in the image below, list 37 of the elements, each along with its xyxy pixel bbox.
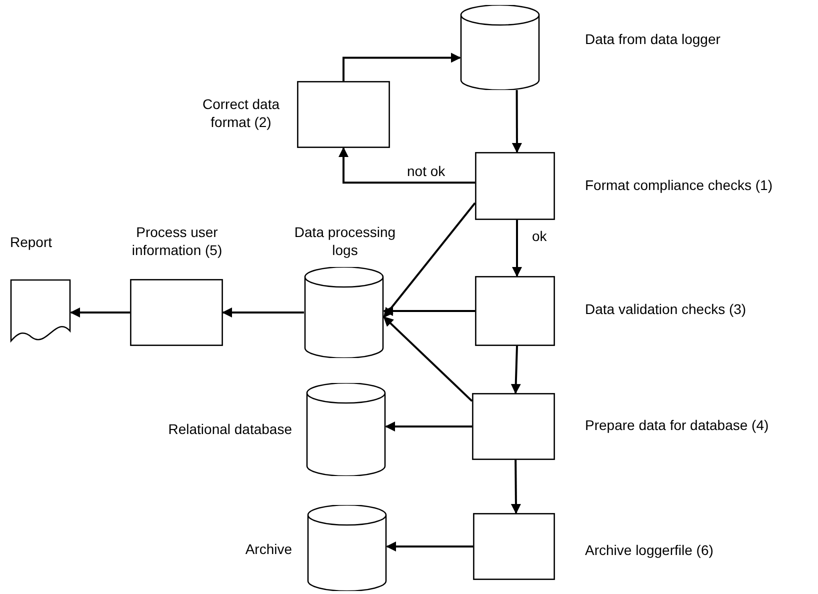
node-label: Correct data format (2) (201, 95, 281, 131)
arrow (510, 460, 521, 514)
arrow (342, 52, 461, 81)
database-cylinder (304, 267, 384, 358)
arrow (383, 306, 475, 316)
arrow (512, 220, 522, 277)
node-label: Data validation checks (3) (585, 300, 748, 318)
arrow (510, 346, 521, 394)
arrow (385, 422, 472, 432)
process-box (473, 513, 555, 580)
database-cylinder (306, 383, 386, 476)
node-label: Archive loggerfile (6) (585, 541, 714, 559)
database-cylinder (307, 505, 387, 591)
node-label: Relational database (167, 420, 292, 438)
process-box (475, 276, 555, 346)
edge-label: not ok (405, 163, 448, 179)
node-label: Data from data logger (585, 30, 722, 48)
arrow (70, 308, 130, 318)
database-cylinder (460, 5, 540, 90)
arrow (338, 147, 475, 184)
node-label: Report (10, 233, 54, 251)
node-label: Prepare data for database (4) (585, 416, 770, 434)
process-box (475, 152, 555, 220)
edge-label: ok (530, 228, 549, 244)
arrow (383, 202, 476, 318)
arrow (512, 90, 522, 153)
process-box (297, 81, 390, 148)
process-box (130, 279, 223, 346)
node-label: Format compliance checks (1) (585, 176, 774, 194)
arrow (386, 542, 473, 552)
arrow (383, 316, 473, 402)
node-label: Process user information (5) (130, 223, 224, 259)
node-label: Data processing logs (293, 223, 397, 259)
arrow (222, 308, 304, 318)
process-box (472, 393, 555, 460)
document-shape (10, 279, 71, 345)
node-label: Archive (244, 540, 292, 558)
